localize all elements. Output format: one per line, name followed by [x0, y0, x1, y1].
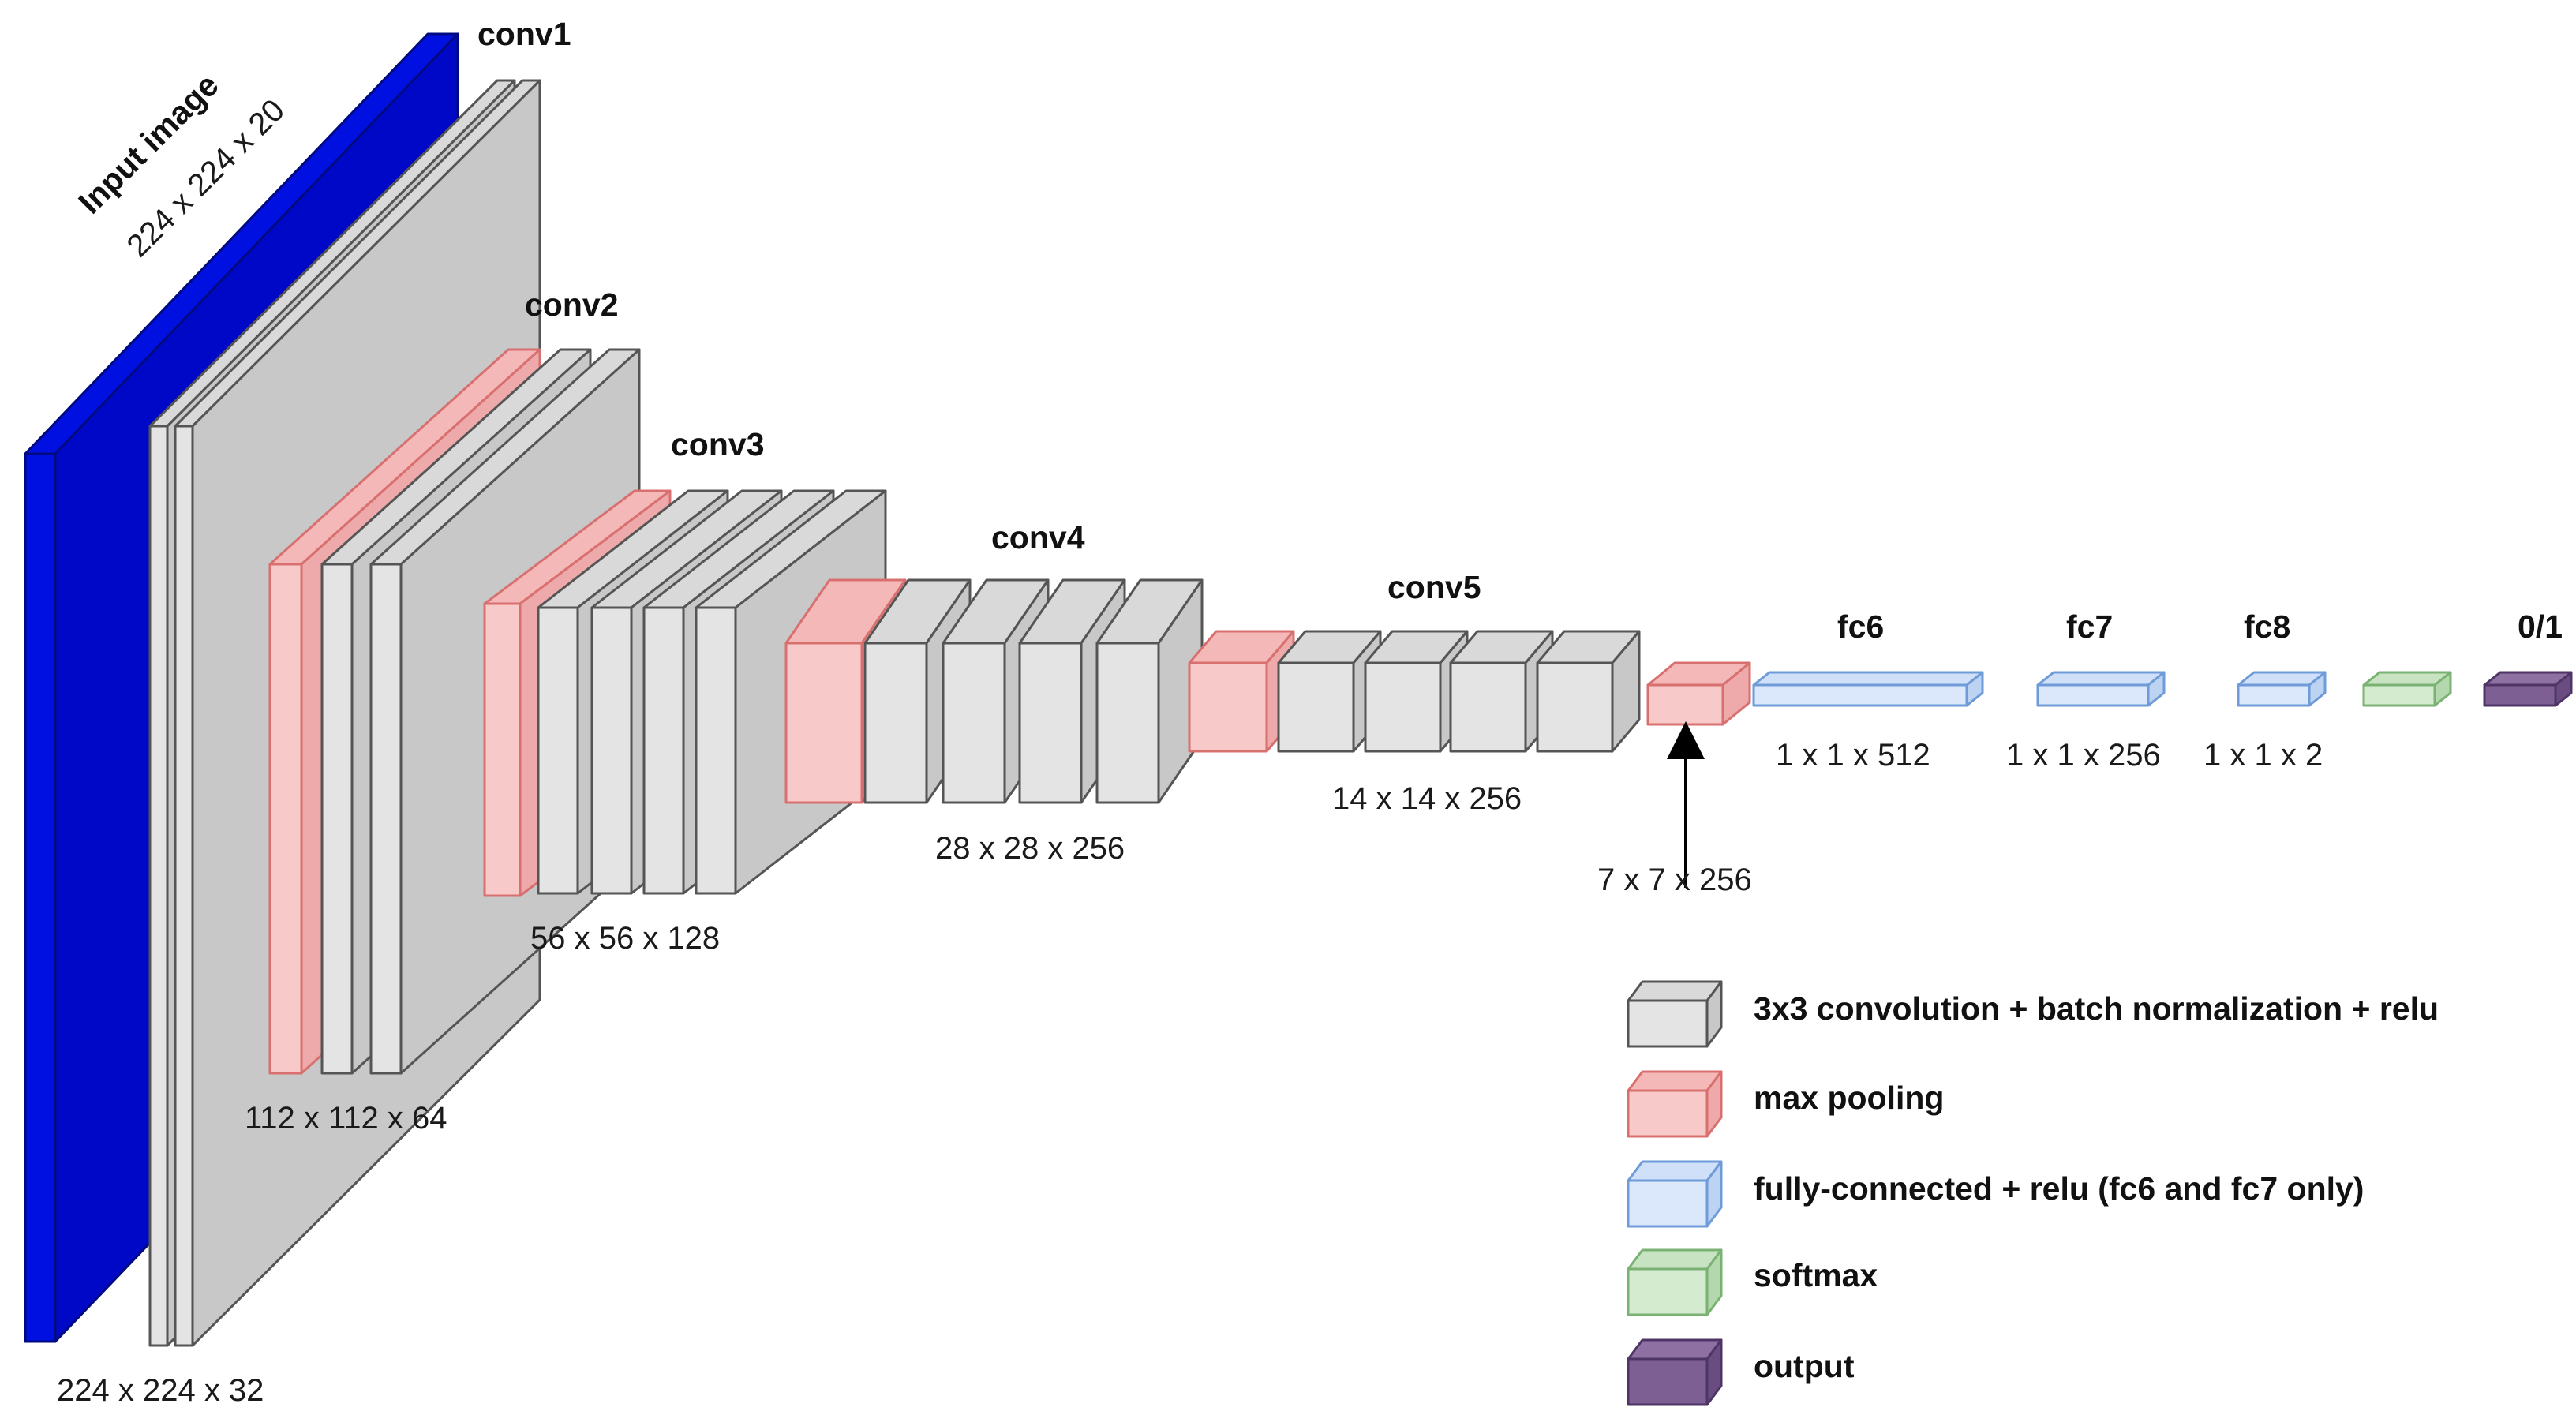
legend-label-fc: fully-connected + relu (fc6 and fc7 only…	[1754, 1170, 2364, 1207]
fc6-dims: 1 x 1 x 512	[1776, 738, 1930, 773]
legend-label-pool: max pooling	[1754, 1080, 1944, 1116]
conv1-block-2-front	[174, 425, 194, 1347]
pool5-block	[1646, 661, 1751, 726]
pool1-block-front	[268, 563, 303, 1075]
conv3-block-2-front	[590, 606, 633, 895]
conv5-dims: 14 x 14 x 256	[1332, 781, 1522, 816]
legend-icon-conv-top	[1627, 980, 1723, 1002]
conv4-block-1-front	[863, 642, 928, 804]
input-image-block-front	[24, 452, 57, 1343]
fc8-dims: 1 x 1 x 2	[2203, 738, 2323, 773]
conv2-block-2-front	[369, 563, 402, 1075]
legend-icon-softmax-front	[1627, 1267, 1709, 1316]
conv3-block-4-front	[695, 606, 737, 895]
conv4-block-3-front	[1018, 642, 1083, 804]
conv5-block-4	[1536, 630, 1641, 753]
conv5-block-3-front	[1449, 661, 1527, 753]
legend-icon-fc	[1627, 1160, 1723, 1228]
legend-icon-output-top	[1627, 1338, 1723, 1361]
fc8-label: fc8	[2244, 608, 2290, 645]
legend-icon-pool-front	[1627, 1089, 1709, 1138]
fc6-block-front	[1752, 683, 1968, 707]
conv5-label: conv5	[1387, 569, 1481, 605]
conv2-dims: 112 x 112 x 64	[245, 1101, 447, 1136]
pool5-block-front	[1646, 683, 1724, 726]
conv3-block-1-front	[537, 606, 579, 895]
conv4-label: conv4	[991, 519, 1085, 556]
conv4-block-2-front	[942, 642, 1006, 804]
legend-icon-output-front	[1627, 1357, 1709, 1406]
legend-icons	[1627, 980, 1723, 1406]
conv2-label: conv2	[525, 286, 619, 323]
conv3-block-3-front	[642, 606, 685, 895]
legend-icon-pool	[1627, 1070, 1723, 1138]
fc7-label: fc7	[2066, 608, 2113, 645]
fc8-block	[2237, 671, 2327, 707]
softmax-block-front	[2362, 683, 2436, 707]
pool5-dims: 7 x 7 x 256	[1597, 863, 1752, 897]
conv5-block-3	[1449, 630, 1554, 753]
legend-icon-softmax	[1627, 1248, 1723, 1316]
legend-icon-fc-front	[1627, 1179, 1709, 1228]
conv1-label: conv1	[477, 16, 571, 52]
legend-icon-softmax-top	[1627, 1248, 1723, 1271]
fc7-block	[2036, 671, 2166, 707]
legend: 3x3 convolution + batch normalization + …	[1627, 980, 2439, 1406]
pool3-block-front	[784, 642, 863, 804]
fc6-block-top	[1752, 671, 1984, 687]
output-block-front	[2483, 683, 2557, 707]
conv1-block-1-front	[148, 425, 169, 1347]
pool2-block-front	[483, 602, 522, 897]
legend-icon-conv	[1627, 980, 1723, 1048]
output-label: 0/1	[2518, 608, 2563, 645]
fc7-block-top	[2036, 671, 2166, 687]
pool4-block-front	[1188, 661, 1268, 753]
fc8-block-front	[2237, 683, 2311, 707]
legend-label-conv: 3x3 convolution + batch normalization + …	[1754, 990, 2439, 1027]
fc7-dims: 1 x 1 x 256	[2006, 738, 2161, 773]
conv4-dims: 28 x 28 x 256	[935, 831, 1125, 866]
legend-icon-output	[1627, 1338, 1723, 1406]
conv5-block-4-front	[1536, 661, 1614, 753]
legend-label-softmax: softmax	[1754, 1257, 1878, 1293]
conv5-block-2-front	[1364, 661, 1442, 753]
conv4-block-4-front	[1095, 642, 1160, 804]
fc7-block-front	[2036, 683, 2150, 707]
softmax-block	[2362, 671, 2452, 707]
fc6-label: fc6	[1837, 608, 1884, 645]
pool4-block	[1188, 630, 1295, 753]
conv3-label: conv3	[671, 426, 765, 462]
conv5-block-1-front	[1277, 661, 1355, 753]
legend-icon-pool-top	[1627, 1070, 1723, 1092]
conv3-dims: 56 x 56 x 128	[530, 921, 720, 956]
output-block	[2483, 671, 2573, 707]
conv2-block-1-front	[320, 563, 354, 1075]
legend-icon-conv-front	[1627, 999, 1709, 1048]
fc6-block	[1752, 671, 1984, 707]
legend-icon-fc-top	[1627, 1160, 1723, 1182]
legend-label-output: output	[1754, 1348, 1855, 1384]
conv1-dims: 224 x 224 x 32	[57, 1373, 264, 1408]
layer-blocks	[24, 32, 2573, 1347]
